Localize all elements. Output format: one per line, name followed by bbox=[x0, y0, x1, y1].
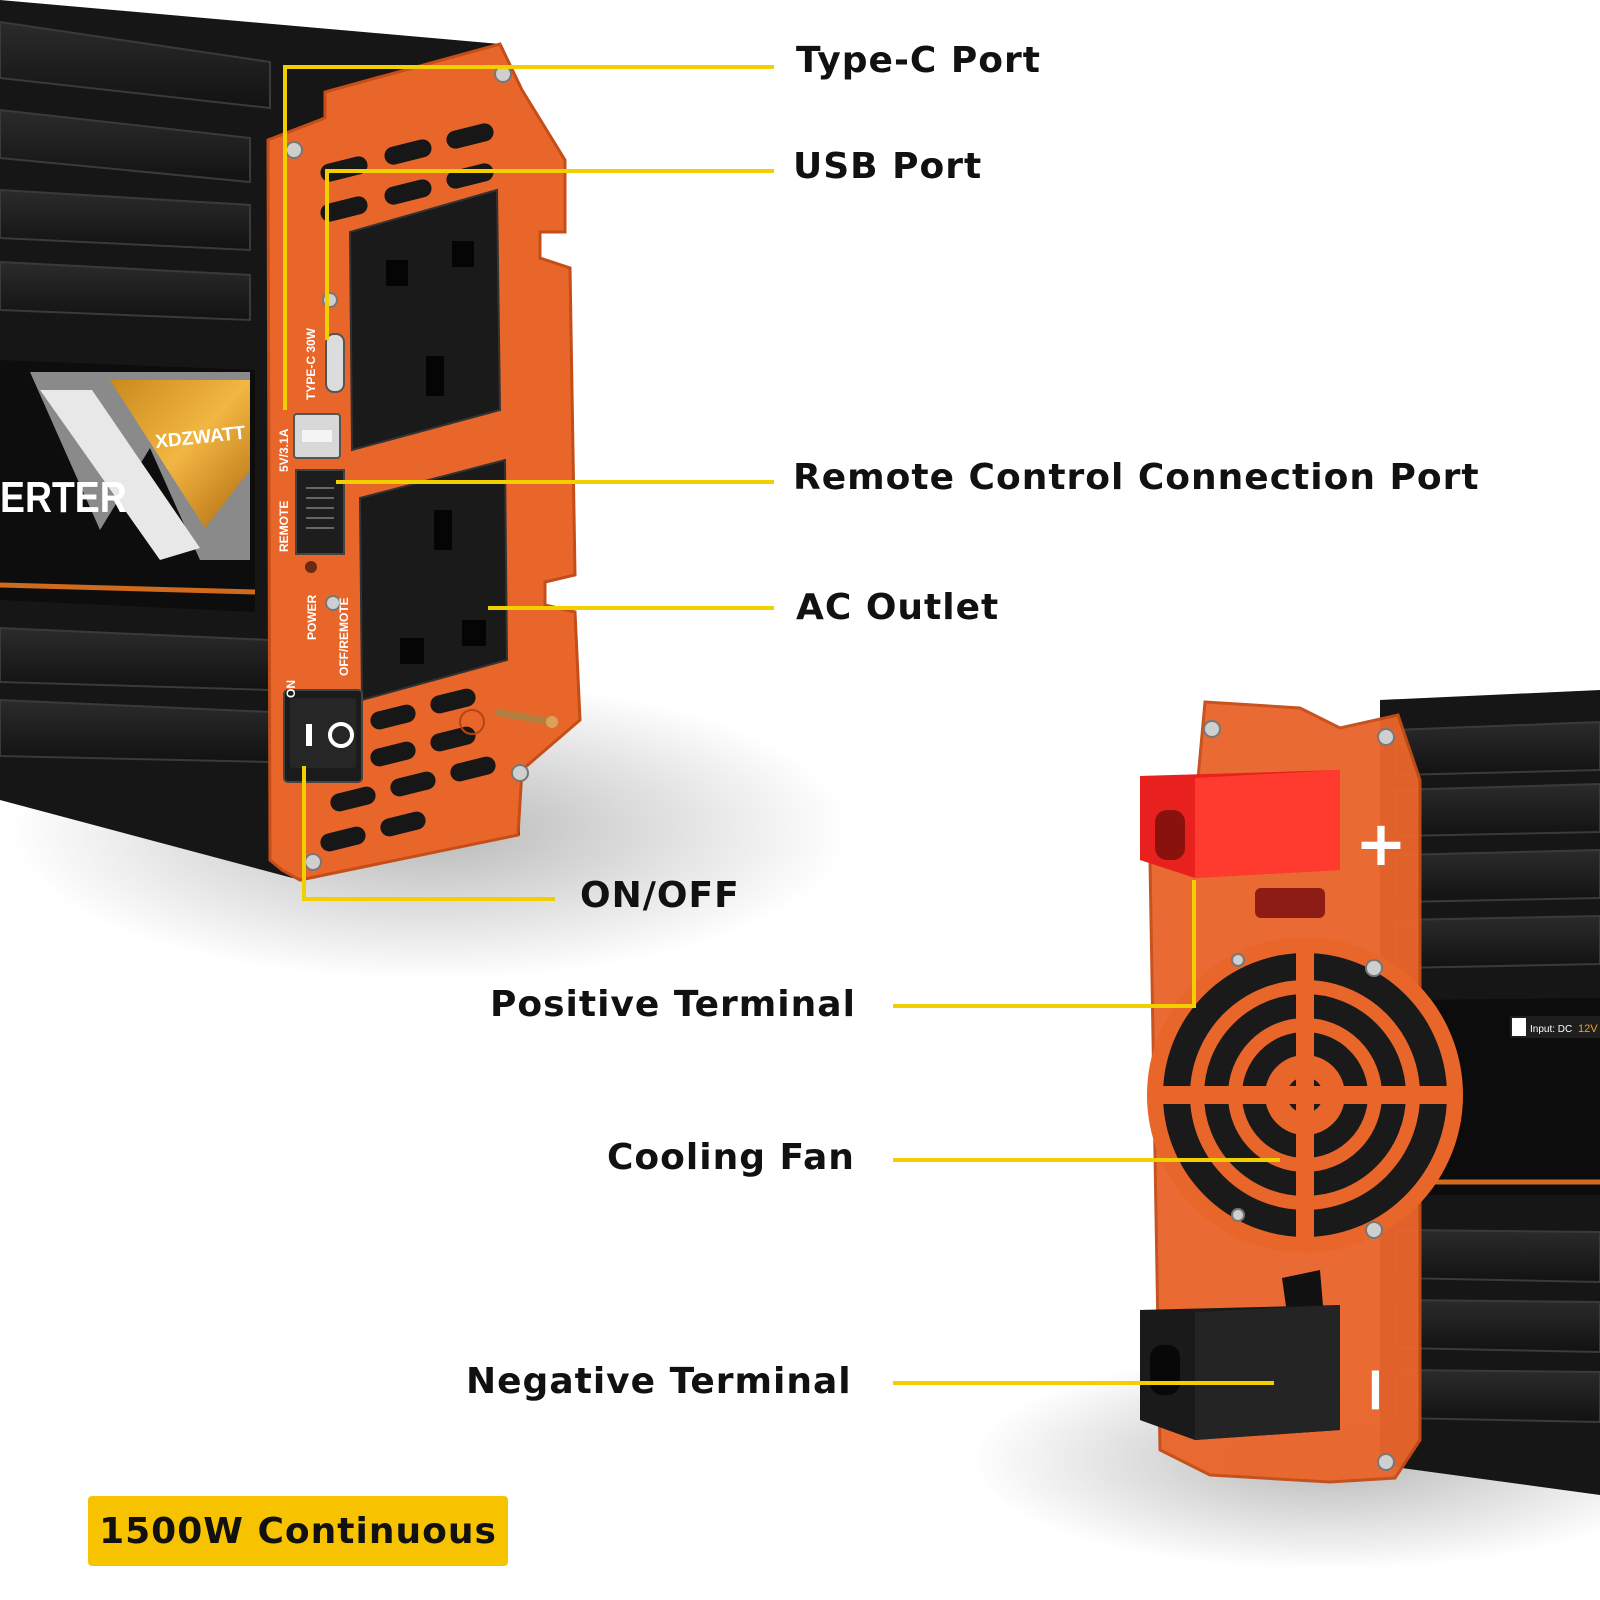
leader-type-c bbox=[283, 65, 774, 410]
callout-remote-port: Remote Control Connection Port bbox=[793, 457, 1480, 498]
right-heat-fins bbox=[1394, 720, 1600, 1424]
leader-positive bbox=[893, 880, 1196, 1008]
cooling-fan-grille bbox=[1147, 937, 1463, 1253]
label-type-c: TYPE-C 30W bbox=[304, 327, 318, 400]
input-voltage: 12V bbox=[1578, 1023, 1598, 1035]
power-rating-badge: 1500W Continuous bbox=[88, 1496, 508, 1566]
callout-on-off: ON/OFF bbox=[580, 875, 740, 916]
callout-ac-outlet: AC Outlet bbox=[796, 587, 1000, 628]
minus-sign: − bbox=[1341, 1364, 1414, 1416]
left-side-text: ERTER bbox=[0, 472, 127, 522]
plus-sign: + bbox=[1355, 807, 1407, 880]
label-usb-rating: 5V/3.1A bbox=[277, 428, 291, 472]
right-screws bbox=[1203, 720, 1395, 1471]
power-rating-text: 1500W Continuous bbox=[99, 1510, 497, 1552]
left-heat-fins bbox=[0, 20, 271, 764]
callout-usb-port: USB Port bbox=[793, 146, 983, 187]
leader-usb bbox=[325, 169, 774, 340]
ac-outlet-top bbox=[348, 188, 502, 452]
label-on: ON bbox=[284, 680, 298, 698]
callout-positive-terminal: Positive Terminal bbox=[490, 984, 856, 1025]
callout-negative-terminal: Negative Terminal bbox=[466, 1361, 852, 1402]
callout-lines bbox=[283, 65, 1280, 1385]
leader-on-off bbox=[302, 766, 555, 901]
label-chevron-inner bbox=[40, 390, 200, 560]
negative-terminal bbox=[1140, 1270, 1340, 1440]
left-inverter: XDZWATT ERTER bbox=[0, 0, 582, 882]
right-inverter: Input: DC 12V 30 bbox=[1140, 690, 1600, 1495]
type-c-port bbox=[325, 333, 345, 393]
callout-type-c-port: Type-C Port bbox=[796, 40, 1041, 81]
label-remote: REMOTE bbox=[277, 501, 291, 552]
power-led bbox=[305, 561, 317, 573]
callout-cooling-fan: Cooling Fan bbox=[607, 1137, 855, 1178]
left-front-panel bbox=[266, 42, 582, 882]
right-label-band bbox=[1410, 998, 1600, 1195]
label-off-remote: OFF/REMOTE bbox=[337, 597, 351, 676]
input-strip: Input: DC bbox=[1530, 1024, 1572, 1035]
label-power: POWER bbox=[305, 594, 319, 640]
positive-terminal bbox=[1140, 770, 1340, 918]
label-chevron-gold bbox=[110, 380, 250, 528]
ac-outlet-bottom bbox=[358, 458, 509, 702]
